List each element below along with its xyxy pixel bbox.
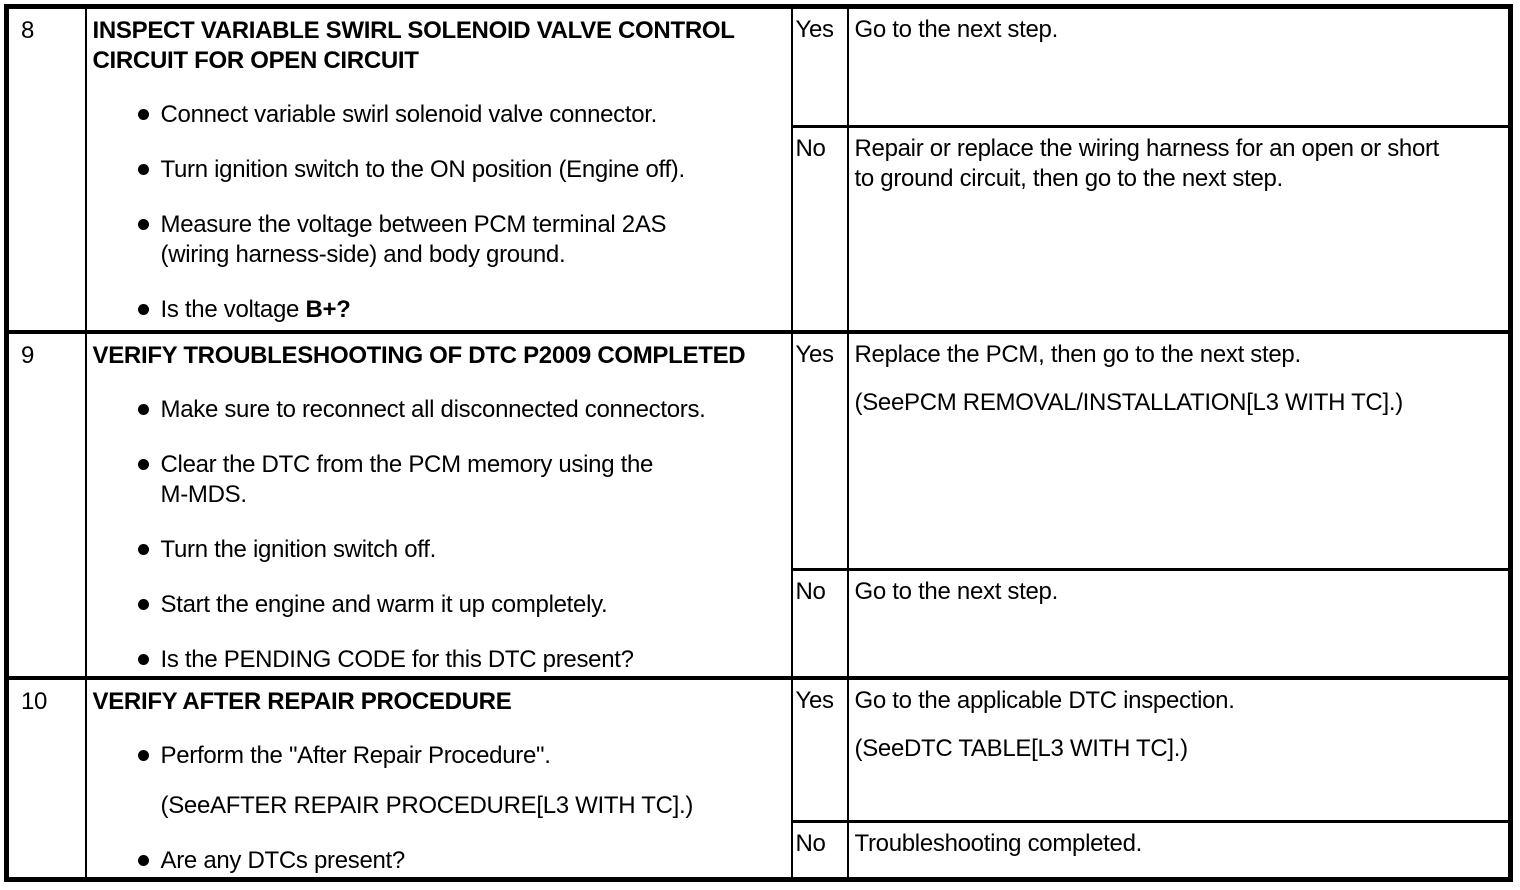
step-number-cell: 10: [5, 675, 87, 881]
text-line: Turn the ignition switch off.: [160, 535, 437, 563]
text-line: Is the voltage B+?: [161, 295, 785, 325]
text-line: to ground circuit, then go to the next s…: [854, 165, 1284, 192]
bullet-item: Clear the DTC from the PCM memory using …: [93, 450, 785, 510]
action-title: INSPECT VARIABLE SWIRL SOLENOID VALVE CO…: [93, 16, 785, 76]
text-line: Are any DTCs present?: [160, 846, 406, 874]
result-paragraph: Go to the applicable DTC inspection.: [855, 686, 1501, 716]
bullet-icon: [137, 458, 149, 470]
yes-result-cell: Replace the PCM, then go to the next ste…: [846, 329, 1512, 571]
text-line: (SeeDTC TABLE[L3 WITH TC].): [854, 734, 1189, 762]
text-line: Clear the DTC from the PCM memory using …: [160, 450, 654, 478]
text-segment: Is the voltage: [160, 296, 306, 323]
yes-result-cell: Go to the next step.: [846, 5, 1512, 128]
text-line: Perform the "After Repair Procedure".: [160, 741, 551, 769]
text-line: Troubleshooting completed.: [854, 830, 1143, 857]
result-paragraph: Troubleshooting completed.: [855, 829, 1501, 859]
text-line: CIRCUIT FOR OPEN CIRCUIT: [92, 47, 419, 74]
table-row: No Go to the next step.: [7, 568, 1512, 679]
bullet-item: Is the voltage B+?: [93, 295, 785, 325]
bullet-icon: [137, 543, 149, 555]
result-paragraph: Replace the PCM, then go to the next ste…: [855, 340, 1501, 370]
bullet-item: Turn the ignition switch off.: [93, 535, 785, 565]
text-line: VERIFY AFTER REPAIR PROCEDURE: [92, 687, 512, 715]
troubleshooting-table: 8 INSPECT VARIABLE SWIRL SOLENOID VALVE …: [4, 4, 1513, 882]
no-result-cell: Troubleshooting completed.: [846, 820, 1512, 881]
bullet-icon: [137, 403, 149, 415]
table-row: No Repair or replace the wiring harness …: [7, 125, 1512, 333]
text-line: Replace the PCM, then go to the next ste…: [854, 340, 1302, 368]
bullet-icon: [137, 598, 149, 610]
text-line: Go to the next step.: [854, 16, 1059, 43]
text-line: Is the PENDING CODE for this DTC present…: [160, 645, 634, 673]
action-cell: VERIFY TROUBLESHOOTING OF DTC P2009 COMP…: [84, 329, 793, 679]
result-paragraph: Go to the next step.: [855, 15, 1501, 45]
text-line: INSPECT VARIABLE SWIRL SOLENOID VALVE CO…: [92, 17, 735, 44]
text-line: Connect variable swirl solenoid valve co…: [160, 101, 658, 128]
bullet-item: Connect variable swirl solenoid valve co…: [93, 100, 785, 130]
text-line: Repair or replace the wiring harness for…: [854, 135, 1440, 162]
text-line: Make sure to reconnect all disconnected …: [160, 395, 706, 423]
bullet-icon: [137, 219, 149, 230]
no-result-cell: Go to the next step.: [846, 568, 1512, 679]
action-cell: VERIFY AFTER REPAIR PROCEDURE Perform th…: [84, 675, 793, 881]
bullet-icon: [137, 109, 149, 120]
result-paragraph: (SeePCM REMOVAL/INSTALLATION[L3 WITH TC]…: [855, 388, 1501, 418]
bullet-item: Is the PENDING CODE for this DTC present…: [93, 645, 785, 675]
bullet-item: Make sure to reconnect all disconnected …: [93, 395, 785, 425]
action-title: VERIFY AFTER REPAIR PROCEDURE: [93, 687, 785, 717]
no-label-cell: No: [790, 125, 849, 333]
table-row: No Troubleshooting completed.: [7, 820, 1512, 881]
text-line: Start the engine and warm it up complete…: [160, 590, 608, 618]
action-title: VERIFY TROUBLESHOOTING OF DTC P2009 COMP…: [93, 341, 785, 371]
result-paragraph: Repair or replace the wiring harness for…: [855, 134, 1501, 194]
bold-text-segment: B+?: [305, 296, 351, 323]
bullet-item: Measure the voltage between PCM terminal…: [93, 210, 785, 270]
no-label-cell: No: [790, 568, 849, 679]
table-row: 8 INSPECT VARIABLE SWIRL SOLENOID VALVE …: [5, 5, 1512, 333]
text-line: (SeePCM REMOVAL/INSTALLATION[L3 WITH TC]…: [854, 388, 1404, 416]
bullet-item: Perform the "After Repair Procedure". (S…: [93, 741, 785, 821]
result-paragraph: (SeeDTC TABLE[L3 WITH TC].): [855, 734, 1501, 764]
bullet-item: Start the engine and warm it up complete…: [93, 590, 785, 620]
text-line: Go to the next step.: [854, 578, 1059, 605]
bullet-item: Turn ignition switch to the ON position …: [93, 155, 785, 185]
bullet-icon: [137, 749, 149, 761]
text-line: Go to the applicable DTC inspection.: [854, 686, 1235, 714]
result-paragraph: Go to the next step.: [855, 577, 1501, 607]
yes-label-cell: Yes: [790, 329, 849, 571]
text-line: VERIFY TROUBLESHOOTING OF DTC P2009 COMP…: [92, 341, 746, 369]
text-line: Turn ignition switch to the ON position …: [160, 156, 686, 183]
yes-result-cell: Go to the applicable DTC inspection. (Se…: [846, 675, 1512, 823]
text-line: M-MDS.: [160, 480, 247, 508]
step-number-cell: 9: [5, 329, 87, 679]
text-line: Measure the voltage between PCM terminal…: [160, 211, 667, 238]
bullet-icon: [137, 164, 149, 175]
table-row: 9 VERIFY TROUBLESHOOTING OF DTC P2009 CO…: [5, 329, 1512, 679]
no-result-cell: Repair or replace the wiring harness for…: [846, 125, 1512, 333]
bullet-icon: [137, 304, 149, 315]
yes-label-cell: Yes: [790, 675, 849, 823]
no-label-cell: No: [790, 820, 849, 881]
text-line: (SeeAFTER REPAIR PROCEDURE[L3 WITH TC].): [160, 791, 694, 819]
step-number-cell: 8: [5, 5, 87, 333]
text-line: (wiring harness-side) and body ground.: [160, 241, 566, 268]
bullet-icon: [137, 854, 149, 866]
bullet-item: Are any DTCs present?: [93, 846, 785, 876]
table-row: 10 VERIFY AFTER REPAIR PROCEDURE Perform…: [5, 675, 1512, 881]
action-cell: INSPECT VARIABLE SWIRL SOLENOID VALVE CO…: [84, 5, 793, 333]
yes-label-cell: Yes: [790, 5, 849, 128]
bullet-icon: [137, 653, 149, 665]
